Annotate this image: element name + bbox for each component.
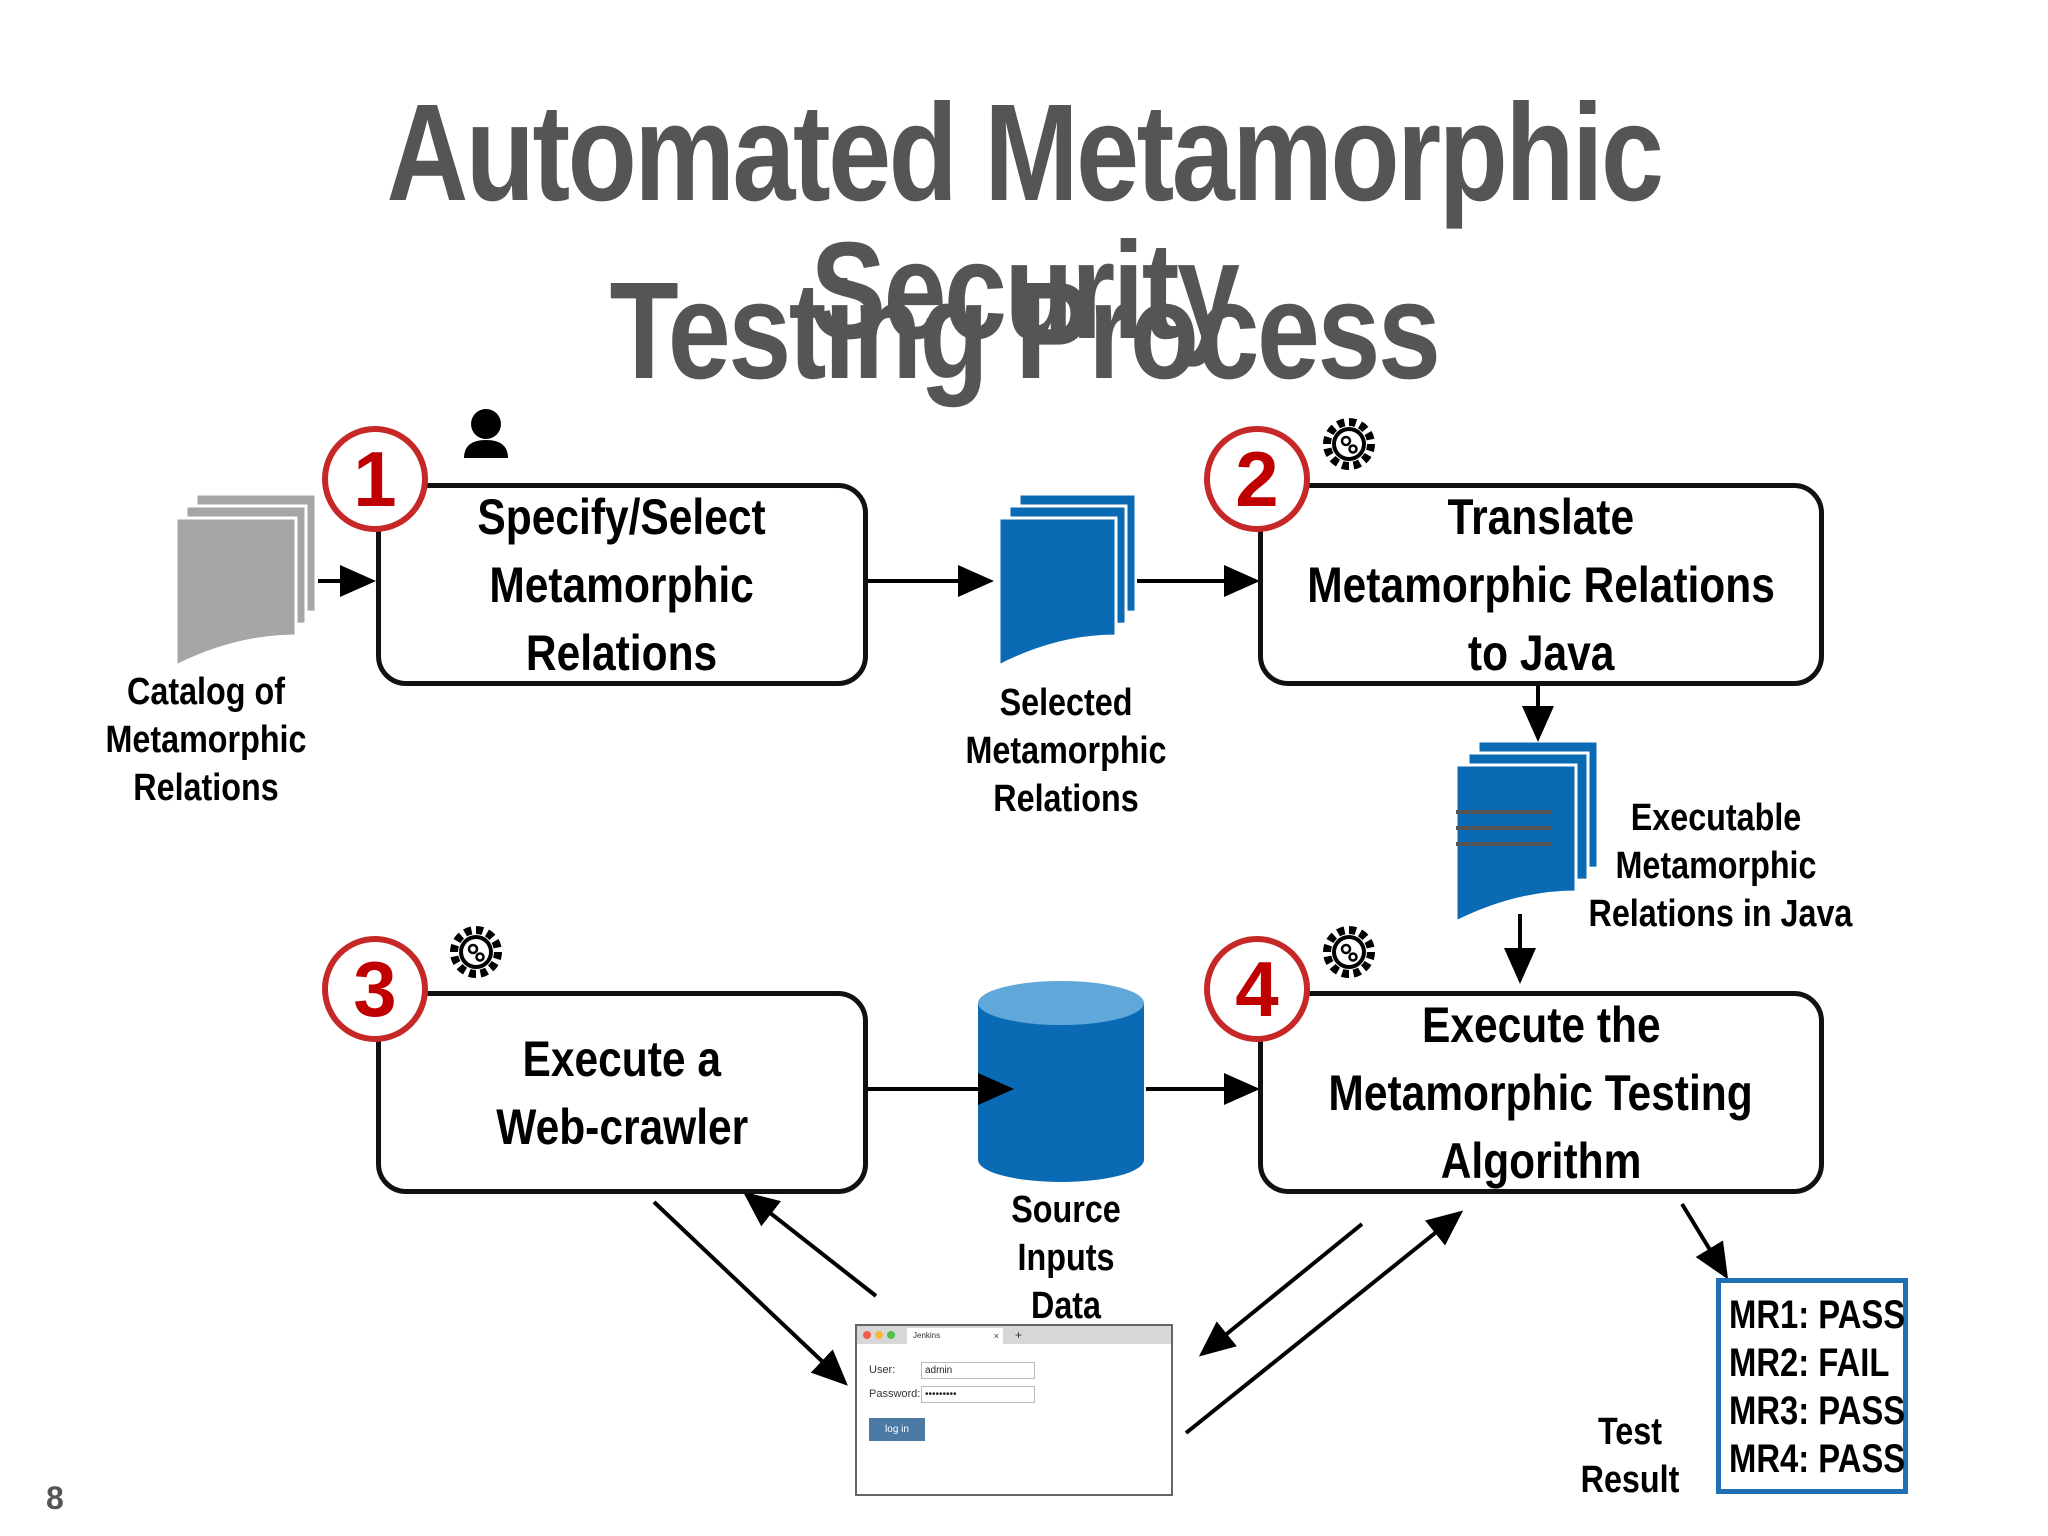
gear-icon bbox=[1327, 422, 1371, 466]
step4-badge: 4 bbox=[1204, 936, 1310, 1042]
step2-box: Translate Metamorphic Relations to Java bbox=[1258, 483, 1824, 686]
maximize-window-icon[interactable] bbox=[887, 1331, 895, 1339]
result-line-mr1: MR1: PASS bbox=[1729, 1293, 1906, 1337]
test-result-label-line: Result bbox=[1580, 1459, 1680, 1501]
selected-documents-icon bbox=[997, 492, 1138, 669]
slide-title-line-1: Automated Metamorphic Security bbox=[386, 76, 1664, 368]
step1-box: Specify/Select Metamorphic Relations bbox=[376, 483, 868, 686]
source-label: Source Inputs Data bbox=[966, 1186, 1166, 1330]
password-input[interactable]: ••••••••• bbox=[921, 1386, 1035, 1403]
selected-label: Selected Metamorphic Relations bbox=[946, 679, 1186, 823]
step1-line: Metamorphic bbox=[489, 556, 755, 613]
login-button[interactable]: log in bbox=[869, 1418, 925, 1441]
source-label-line: Data bbox=[1030, 1285, 1102, 1327]
catalog-label: Catalog of Metamorphic Relations bbox=[86, 668, 326, 812]
step4-box: Execute the Metamorphic Testing Algorith… bbox=[1258, 991, 1824, 1194]
gear-icon bbox=[454, 930, 498, 974]
person-icon bbox=[464, 409, 508, 458]
catalog-documents-icon bbox=[174, 492, 318, 669]
test-result-label: Test Result bbox=[1560, 1408, 1700, 1504]
executable-label-line: Metamorphic bbox=[1615, 845, 1817, 887]
catalog-label-line: Relations bbox=[133, 767, 279, 809]
test-result-label-line: Test bbox=[1597, 1411, 1663, 1453]
browser-tab[interactable]: Jenkins × bbox=[907, 1328, 1003, 1344]
step2-badge: 2 bbox=[1204, 426, 1310, 532]
selected-label-line: Metamorphic bbox=[965, 730, 1167, 772]
source-label-line: Source bbox=[1011, 1189, 1121, 1231]
arrow-step3-to-browser bbox=[652, 1200, 848, 1386]
executable-documents-icon bbox=[1454, 739, 1600, 925]
selected-label-line: Relations bbox=[993, 778, 1139, 820]
browser-tab-bar: Jenkins × + bbox=[857, 1326, 1171, 1344]
result-line-mr3: MR3: PASS bbox=[1729, 1389, 1906, 1433]
step4-line: Execute the bbox=[1421, 996, 1661, 1053]
tab-close-icon[interactable]: × bbox=[993, 1331, 999, 1341]
executable-label-line: Executable bbox=[1630, 797, 1802, 839]
source-data-database-icon bbox=[978, 981, 1144, 1182]
executable-label: Executable Metamorphic Relations in Java bbox=[1566, 794, 1866, 938]
gear-icon bbox=[1327, 930, 1371, 974]
catalog-label-line: Catalog of bbox=[127, 671, 285, 713]
step1-badge: 1 bbox=[322, 426, 428, 532]
result-line-mr2: MR2: FAIL bbox=[1729, 1341, 1890, 1385]
step1-line: Relations bbox=[526, 624, 718, 681]
browser-login-window: Jenkins × + User: admin Password: ••••••… bbox=[855, 1324, 1173, 1496]
step4-line: Algorithm bbox=[1440, 1132, 1642, 1189]
user-input[interactable]: admin bbox=[921, 1362, 1035, 1379]
minimize-window-icon[interactable] bbox=[875, 1331, 883, 1339]
step1-line: Specify/Select bbox=[477, 488, 767, 545]
step3-box: Execute a Web-crawler bbox=[376, 991, 868, 1194]
arrow-step4-to-browser bbox=[1198, 1222, 1364, 1357]
executable-label-line: Relations in Java bbox=[1588, 893, 1853, 935]
browser-tab-label: Jenkins bbox=[913, 1331, 941, 1340]
catalog-label-line: Metamorphic bbox=[105, 719, 307, 761]
step3-badge: 3 bbox=[322, 936, 428, 1042]
step4-line: Metamorphic Testing bbox=[1328, 1064, 1754, 1121]
close-window-icon[interactable] bbox=[863, 1331, 871, 1339]
arrow-browser-to-step4 bbox=[1184, 1210, 1464, 1435]
result-line-mr4: MR4: PASS bbox=[1729, 1437, 1906, 1481]
step2-line: Translate bbox=[1447, 488, 1635, 545]
user-field-label: User: bbox=[869, 1364, 896, 1376]
slide-title-line-2: Testing Process bbox=[609, 254, 1441, 408]
test-result-box: MR1: PASS MR2: FAIL MR3: PASS MR4: PASS bbox=[1716, 1278, 1908, 1494]
page-number: 8 bbox=[46, 1480, 64, 1516]
step3-line: Web-crawler bbox=[496, 1098, 748, 1155]
step2-line: Metamorphic Relations bbox=[1307, 556, 1775, 613]
source-label-line: Inputs bbox=[1017, 1237, 1115, 1279]
step2-line: to Java bbox=[1467, 624, 1615, 681]
password-field-label: Password: bbox=[869, 1388, 921, 1400]
selected-label-line: Selected bbox=[999, 682, 1133, 724]
arrow-browser-to-step3 bbox=[742, 1191, 878, 1298]
step3-line: Execute a bbox=[522, 1030, 722, 1087]
arrow-step4-to-result bbox=[1680, 1202, 1729, 1280]
new-tab-icon[interactable]: + bbox=[1015, 1328, 1023, 1342]
